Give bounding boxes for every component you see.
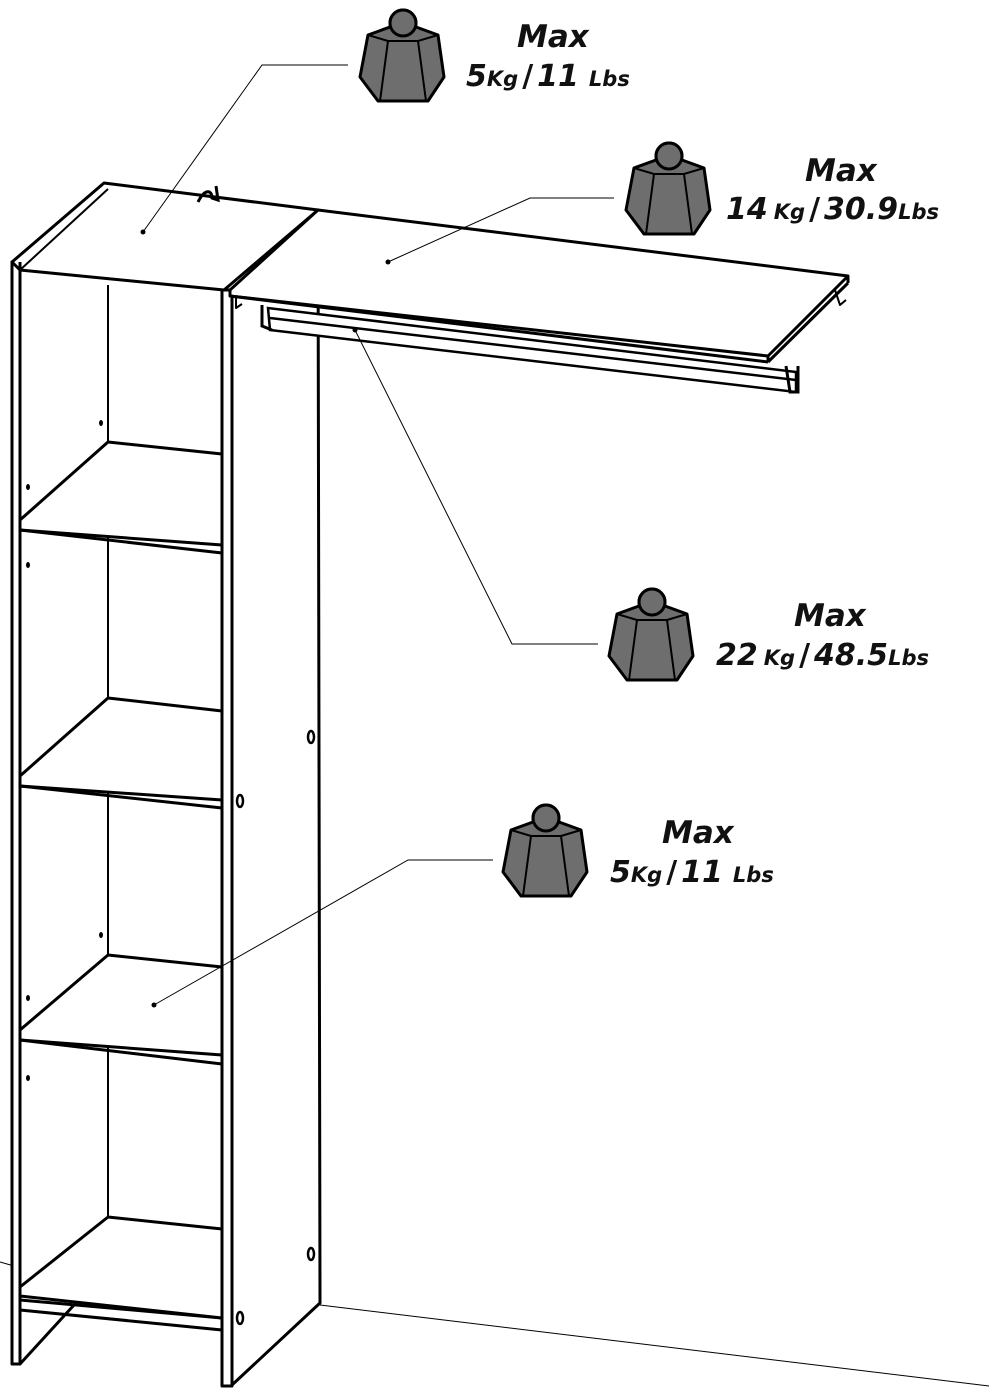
max-label-top-shelf: Max [805, 153, 877, 189]
weight-icon-top-left [358, 8, 446, 103]
top-hook [196, 185, 220, 203]
screw-holes [26, 420, 103, 1081]
weight-icon-top-shelf [624, 141, 712, 236]
weight-icon-shelf [501, 803, 589, 898]
right-side-panel [230, 208, 322, 1387]
max-label-rail: Max [794, 598, 866, 634]
hanging-shelf [228, 208, 850, 364]
max-label-shelf: Max [662, 815, 734, 851]
cam-holes [235, 729, 316, 1326]
shelf-1 [18, 440, 224, 547]
shelves [18, 440, 224, 1320]
weight-icon-rail [607, 587, 695, 682]
left-cabinet [10, 181, 322, 1388]
shelf-2 [18, 696, 224, 802]
left-side-panel [10, 260, 22, 1366]
max-label-top-left: Max [517, 19, 589, 55]
leader-dots [140, 229, 391, 1008]
shelf-3 [18, 953, 224, 1057]
shelf-4 [18, 1215, 224, 1320]
leader-lines [142, 64, 614, 1006]
clothes-rail [260, 305, 800, 394]
